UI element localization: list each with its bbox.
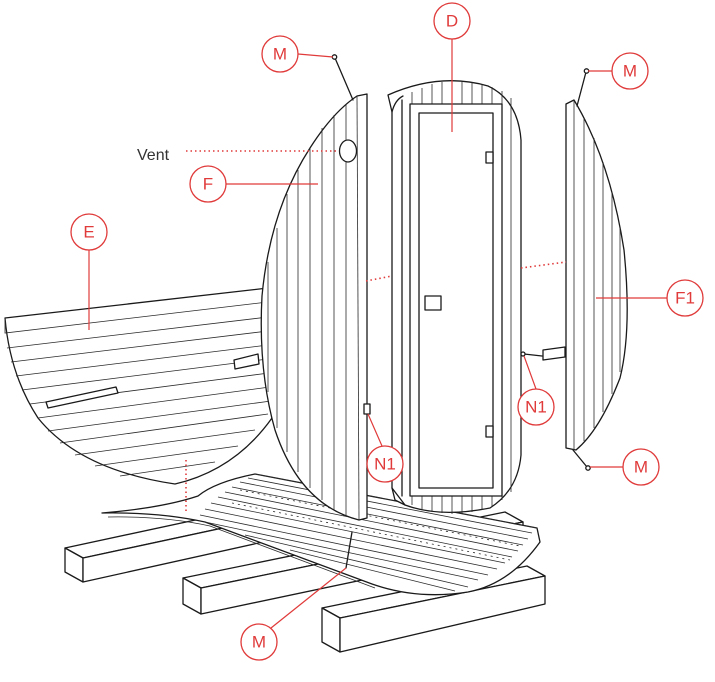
- back-wall-panel-e: [4, 287, 273, 485]
- door-handle: [424, 295, 442, 311]
- bracket-n1-right-part: [542, 346, 566, 361]
- vent-opening: [338, 139, 358, 163]
- side-wall-panel-f1: [542, 99, 628, 451]
- bench-support-right: [233, 353, 260, 370]
- callout-n1-right-label: N1: [525, 398, 547, 417]
- callout-m-bottom-right: M: [590, 448, 660, 486]
- bolt-m-bottom-right: [572, 449, 591, 471]
- front-wall-panel-f: [260, 93, 371, 521]
- callout-m-bottom: M: [240, 567, 347, 661]
- wall-f-to-d-guide: [365, 275, 393, 282]
- wall-d-to-f1-guide: [520, 261, 567, 269]
- vent-label: Vent: [137, 147, 170, 164]
- callout-m-bottom-right-label: M: [634, 458, 648, 477]
- callout-e-label: E: [83, 223, 94, 242]
- callout-f1: F1: [596, 279, 704, 317]
- bolt-m-top-right: [576, 68, 590, 107]
- hinge-bottom: [485, 425, 494, 438]
- callout-n1-left: N1: [366, 413, 404, 483]
- callout-f1-label: F1: [675, 289, 695, 308]
- bolt-m-top-left: [331, 54, 354, 101]
- callout-e: E: [70, 213, 108, 330]
- callout-m-top-left-label: M: [273, 45, 287, 64]
- callout-m-top-right: M: [588, 52, 649, 90]
- hinge-top: [485, 151, 494, 164]
- callout-m-top-left: M: [261, 35, 334, 73]
- door-wall-panel-d: [387, 80, 522, 514]
- callout-f: F: [189, 165, 318, 203]
- callout-n1-right: N1: [517, 355, 555, 426]
- bench-support-left: [45, 386, 119, 409]
- alignment-guides: [185, 150, 567, 512]
- callout-m-bottom-label: M: [252, 633, 266, 652]
- bracket-n1-left-part: [363, 403, 371, 415]
- callout-m-top-right-label: M: [623, 62, 637, 81]
- bolt-m-floor: [345, 531, 353, 569]
- callout-d-label: D: [446, 12, 458, 31]
- callout-f-label: F: [203, 175, 213, 194]
- callouts: M D M F E F1: [70, 2, 704, 661]
- bolt-n1-right: [520, 351, 543, 357]
- callout-n1-left-label: N1: [374, 455, 396, 474]
- callout-d: D: [433, 2, 471, 132]
